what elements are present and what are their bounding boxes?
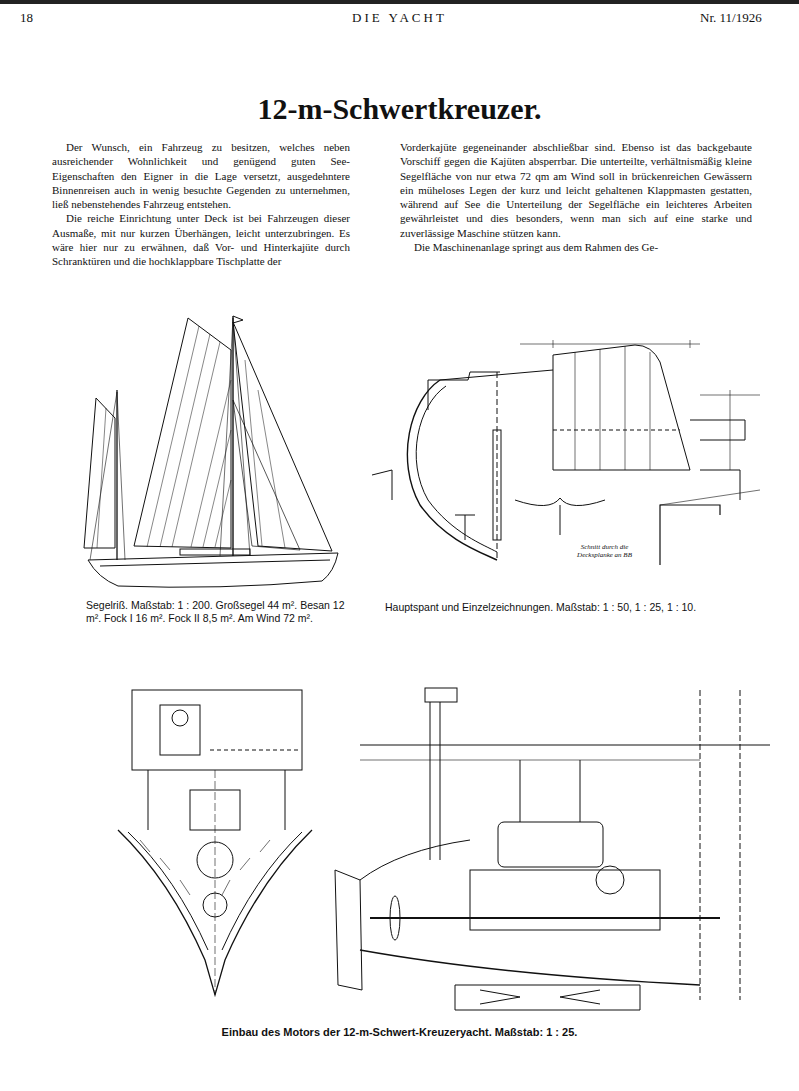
page-number: 18 bbox=[20, 10, 33, 26]
body-paragraph: Der Wunsch, ein Fahrzeug zu besitzen, we… bbox=[52, 140, 350, 211]
drawing-note: Schnitt durch die Decksplanke an BB bbox=[567, 543, 642, 559]
issue-number: Nr. 11/1926 bbox=[700, 10, 762, 26]
figure-caption: Hauptspant und Einzelzeichnungen. Maßsta… bbox=[385, 601, 775, 613]
body-paragraph: Die reiche Einrichtung unter Deck ist be… bbox=[52, 211, 350, 268]
figure-caption: Segelriß. Maßstab: 1 : 200. Großsegel 44… bbox=[86, 599, 358, 624]
running-head: DIE YACHT bbox=[0, 10, 799, 26]
text-column: Vorderkajüte gegeneinander abschließbar … bbox=[400, 140, 752, 254]
body-paragraph: Die Maschinenanlage springt aus dem Rahm… bbox=[400, 240, 752, 254]
page-title: 12-m-Schwertkreuzer. bbox=[0, 92, 799, 126]
text-column: Der Wunsch, ein Fahrzeug zu besitzen, we… bbox=[52, 140, 350, 269]
figure-caption: Einbau des Motors der 12-m-Schwert-Kreuz… bbox=[0, 1026, 799, 1038]
body-paragraph: Vorderkajüte gegeneinander abschließbar … bbox=[400, 140, 752, 240]
